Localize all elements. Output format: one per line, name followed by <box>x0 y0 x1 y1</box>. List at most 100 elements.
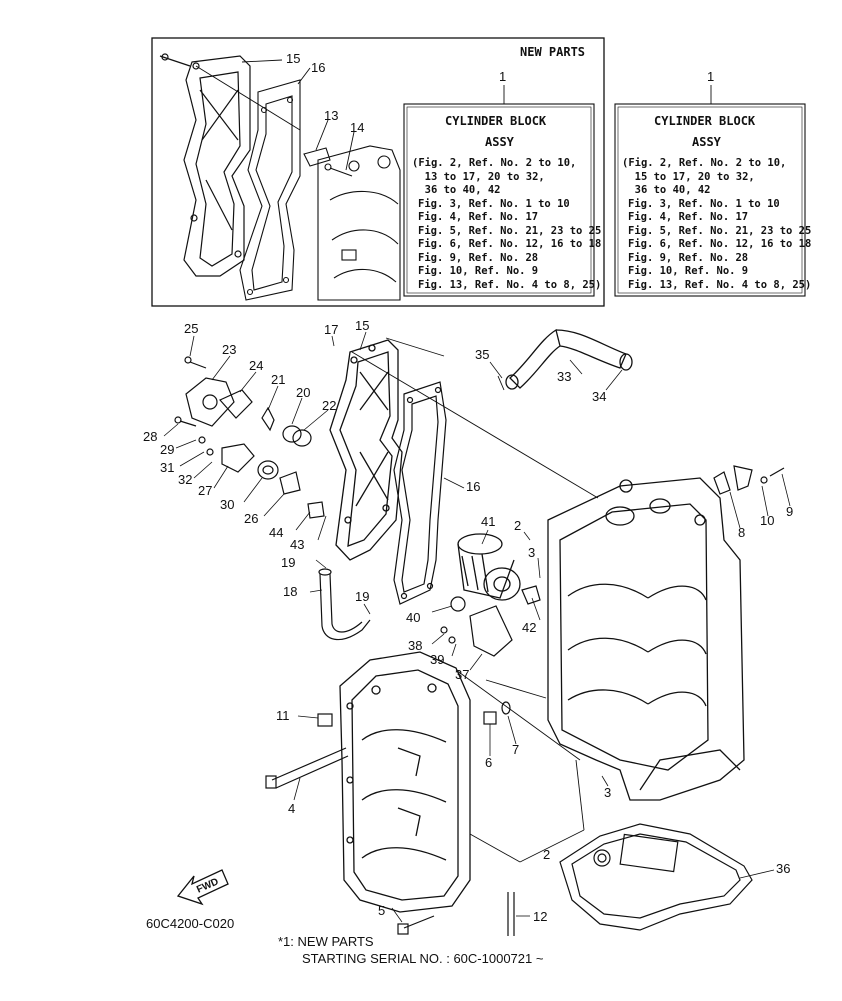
part-label: 6 <box>485 755 492 770</box>
info-box-1-line: Fig. 9, Ref. No. 28 <box>418 252 538 264</box>
part-label: 25 <box>184 321 198 336</box>
part-label: 19 <box>355 589 369 604</box>
inset-cylinder-block <box>317 145 401 301</box>
part-label: 38 <box>408 638 422 653</box>
inset-gasket <box>239 79 301 301</box>
fasteners <box>265 465 785 936</box>
new-parts-header: NEW PARTS <box>520 45 585 59</box>
new-parts-panel: NEW PARTS <box>151 37 605 307</box>
leader-lines <box>163 331 791 923</box>
inset-exhaust-cover <box>159 53 251 277</box>
breather-hose <box>318 568 371 641</box>
part-label: 18 <box>283 584 297 599</box>
part-label: 7 <box>512 742 519 757</box>
part-label: 16 <box>466 479 480 494</box>
part-label: 21 <box>271 372 285 387</box>
info-box-2-line: Fig. 4, Ref. No. 17 <box>628 211 748 223</box>
part-label: 3 <box>604 785 611 800</box>
part-label: 17 <box>324 322 338 337</box>
part-label: 26 <box>244 511 258 526</box>
part-label: 15 <box>355 318 369 333</box>
part-label: 2 <box>514 518 521 533</box>
part-label: 9 <box>786 504 793 519</box>
fwd-arrow-icon: FWD <box>176 869 229 906</box>
exhaust-cover <box>329 339 403 561</box>
info-box-1-line: Fig. 6, Ref. No. 12, 16 to 18 <box>418 238 601 250</box>
info-box-2-line: (Fig. 2, Ref. No. 2 to 10, <box>622 157 786 169</box>
info-box-1-title: CYLINDER BLOCK <box>445 114 547 128</box>
part-label: 20 <box>296 385 310 400</box>
cylinder-block <box>547 477 745 801</box>
part-label: 2 <box>543 847 550 862</box>
info-box-2-line: Fig. 13, Ref. No. 4 to 8, 25) <box>628 279 811 291</box>
part-label: 37 <box>455 667 469 682</box>
part-label: 30 <box>220 497 234 512</box>
info-box-1-line: Fig. 5, Ref. No. 21, 23 to 25 <box>418 225 601 237</box>
part-label: 35 <box>475 347 489 362</box>
part-label: 12 <box>533 909 547 924</box>
exhaust-gasket <box>393 381 447 605</box>
part-label: 4 <box>288 801 295 816</box>
assembly-lines <box>351 337 599 863</box>
info-box-1-line: Fig. 13, Ref. No. 4 to 8, 25) <box>418 279 601 291</box>
inset-label-16: 16 <box>311 60 325 75</box>
part-label: 40 <box>406 610 420 625</box>
part-label: 19 <box>281 555 295 570</box>
part-label: 42 <box>522 620 536 635</box>
info-box-1-line: (Fig. 2, Ref. No. 2 to 10, <box>412 157 576 169</box>
part-label: 41 <box>481 514 495 529</box>
part-labels: 25 23 24 21 20 22 17 15 35 33 34 28 29 3… <box>143 318 793 924</box>
footer-serial: STARTING SERIAL NO. : 60C-1000721 ~ <box>302 951 544 966</box>
part-label: 3 <box>528 545 535 560</box>
info-box-2-line: Fig. 9, Ref. No. 28 <box>628 252 748 264</box>
part-label: 23 <box>222 342 236 357</box>
part-label: 24 <box>249 358 263 373</box>
info-box-1-line: Fig. 10, Ref. No. 9 <box>418 265 538 277</box>
part-label: 10 <box>760 513 774 528</box>
part-label: 22 <box>322 398 336 413</box>
info-box-2-line: 36 to 40, 42 <box>622 184 711 196</box>
info-box-2-line: Fig. 6, Ref. No. 12, 16 to 18 <box>628 238 811 250</box>
part-label: 11 <box>276 708 290 723</box>
info-box-2: 1 CYLINDER BLOCK ASSY (Fig. 2, Ref. No. … <box>614 69 811 297</box>
part-label: 43 <box>290 537 304 552</box>
part-label: 28 <box>143 429 157 444</box>
part-label: 29 <box>160 442 174 457</box>
info-box-1-line: Fig. 4, Ref. No. 17 <box>418 211 538 223</box>
info-box-2-callout: 1 <box>707 69 714 84</box>
part-label: 33 <box>557 369 571 384</box>
info-box-2-line: Fig. 10, Ref. No. 9 <box>628 265 748 277</box>
part-label: 34 <box>592 389 606 404</box>
part-label: 31 <box>160 460 174 475</box>
base-gasket <box>559 823 753 931</box>
part-label: 32 <box>178 472 192 487</box>
info-box-1-line: Fig. 3, Ref. No. 1 to 10 <box>418 198 570 210</box>
oil-filter <box>457 533 521 601</box>
cylinder-head <box>339 651 471 913</box>
part-label: 27 <box>198 483 212 498</box>
info-box-2-title: CYLINDER BLOCK <box>654 114 756 128</box>
part-label: 8 <box>738 525 745 540</box>
drawing-code: 60C4200-C020 <box>146 916 235 931</box>
part-label: 44 <box>269 525 283 540</box>
info-box-1-callout: 1 <box>499 69 506 84</box>
info-box-1: 1 CYLINDER BLOCK ASSY (Fig. 2, Ref. No. … <box>403 69 601 297</box>
part-label: 36 <box>776 861 790 876</box>
inset-label-15: 15 <box>286 51 300 66</box>
info-box-2-subtitle: ASSY <box>692 135 722 149</box>
footer-note: *1: NEW PARTS <box>278 934 374 949</box>
info-box-1-line: 13 to 17, 20 to 32, <box>412 171 545 183</box>
part-label: 39 <box>430 652 444 667</box>
info-box-2-line: Fig. 3, Ref. No. 1 to 10 <box>628 198 780 210</box>
inset-label-14: 14 <box>350 120 364 135</box>
info-box-2-line: Fig. 5, Ref. No. 21, 23 to 25 <box>628 225 811 237</box>
water-hose <box>505 328 633 390</box>
inset-leaders <box>195 59 355 171</box>
info-box-1-subtitle: ASSY <box>485 135 515 149</box>
inset-label-13: 13 <box>324 108 338 123</box>
part-label: 5 <box>378 903 385 918</box>
inset-bracket <box>303 147 353 177</box>
info-box-1-line: 36 to 40, 42 <box>412 184 501 196</box>
info-box-2-line: 15 to 17, 20 to 32, <box>622 171 755 183</box>
